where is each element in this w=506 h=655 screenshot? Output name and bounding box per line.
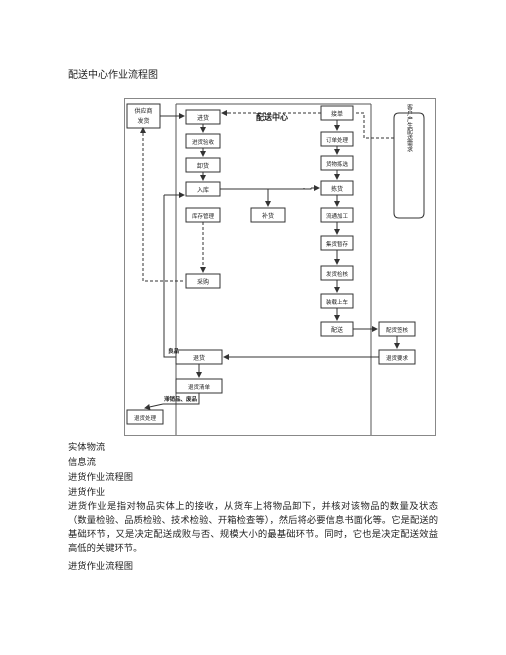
section-heading: 进货作业 bbox=[68, 487, 106, 498]
flowchart-svg: 配送中心 供应商 发货 客户产生配送需求 进货 进货验收 卸货 入库 库存管理 … bbox=[124, 98, 436, 436]
box-select-label: 货物拣选 bbox=[326, 160, 349, 168]
subtitle-receiving-flow-2: 进货作业流程图 bbox=[68, 561, 134, 572]
box-stage-label: 发货检核 bbox=[326, 270, 349, 278]
box-replenish-label: 补货 bbox=[262, 212, 274, 220]
box-inspect-label: 进货验收 bbox=[192, 138, 215, 146]
box-returns-label: 退货 bbox=[193, 354, 205, 362]
dashed-purchase-supplier bbox=[142, 128, 184, 282]
box-purchase-label: 采购 bbox=[197, 278, 209, 286]
customer-scroll bbox=[393, 112, 425, 219]
label-defect: 滞销品、废品 bbox=[164, 395, 198, 403]
arrow-waste bbox=[144, 403, 164, 410]
box-waste-label: 退货处理 bbox=[134, 414, 157, 422]
supplier-label-2: 发货 bbox=[137, 117, 149, 125]
box-waste bbox=[126, 409, 164, 425]
box-return-proc-label: 退货清单 bbox=[188, 383, 211, 391]
dashed-customer-order bbox=[355, 112, 394, 139]
center-title: 配送中心 bbox=[256, 112, 288, 122]
box-deliver-label: 配送 bbox=[331, 326, 343, 334]
box-order-proc-label: 订单处理 bbox=[326, 136, 349, 144]
legend-physical: 实体物流 bbox=[68, 442, 106, 453]
document-title: 配送中心作业流程图 bbox=[68, 70, 158, 81]
box-process-label: 流通加工 bbox=[326, 212, 349, 220]
figure-frame bbox=[124, 98, 436, 436]
box-sort-label: 集货暂存 bbox=[326, 240, 349, 248]
label-good: 良品 bbox=[168, 347, 180, 355]
box-order-label: 接单 bbox=[331, 110, 343, 118]
box-receive-label: 进货 bbox=[197, 114, 209, 122]
box-store-label: 入库 bbox=[197, 186, 209, 194]
box-return-req-label: 退货要求 bbox=[386, 354, 409, 362]
body-paragraph: 进货作业是指对物品实体上的接收，从货车上将物品卸下，并核对该物品的数量及状态（数… bbox=[68, 501, 438, 554]
legend-info: 信息流 bbox=[68, 457, 96, 468]
flowchart-figure: 配送中心 供应商 发货 客户产生配送需求 进货 进货验收 卸货 入库 库存管理 … bbox=[124, 98, 436, 436]
box-unload-label: 卸货 bbox=[197, 162, 209, 170]
supplier-label-1: 供应商 bbox=[134, 107, 152, 115]
line-proc-waste bbox=[163, 393, 200, 405]
box-check-label: 配货签核 bbox=[386, 326, 409, 334]
box-purchase bbox=[185, 273, 221, 289]
box-load-label: 装载上车 bbox=[326, 298, 349, 306]
box-pick-label: 拣货 bbox=[331, 185, 343, 193]
subtitle-receiving-flow: 进货作业流程图 bbox=[68, 472, 134, 483]
box-manage-label: 库存管理 bbox=[192, 212, 215, 220]
line-returns-good bbox=[163, 195, 176, 358]
supplier-box bbox=[126, 103, 161, 129]
customer-label: 客户产生配送需求 bbox=[406, 103, 413, 152]
box-replenish bbox=[250, 207, 286, 223]
